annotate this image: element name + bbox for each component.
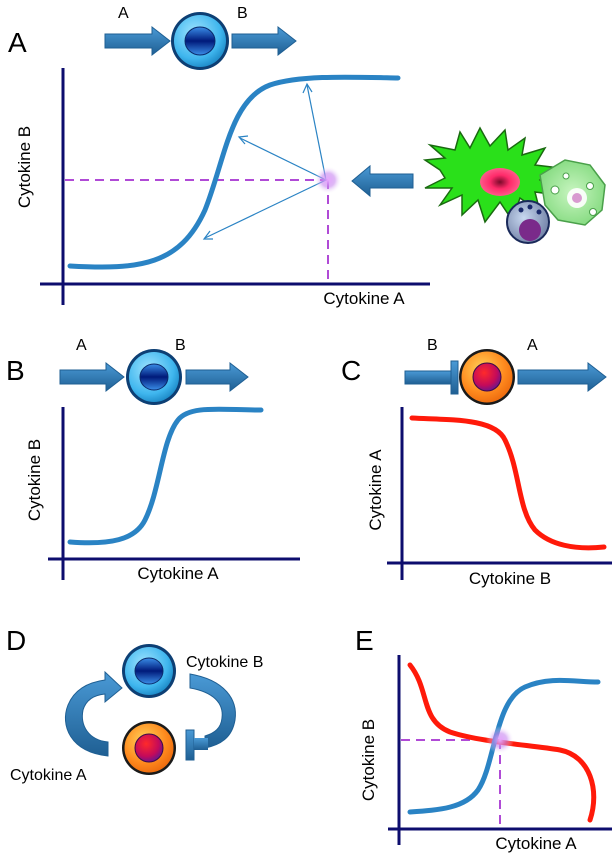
panel-letter-e: E	[355, 625, 374, 656]
panel-b-output-label: B	[175, 337, 186, 354]
panel-c-input-label: B	[427, 337, 438, 354]
panel-b-blue-cell	[126, 349, 182, 405]
panel-d-right-curved-inhibition	[185, 673, 236, 761]
panel-letter-d: D	[6, 625, 26, 656]
panel-b-output-arrow	[185, 361, 249, 393]
panel-c-red-cell	[459, 349, 515, 405]
panel-c-inhibition-bar	[404, 360, 459, 395]
panel-a-sigmoid-curve	[67, 74, 401, 270]
panel-c-inverse-sigmoid-curve	[409, 415, 607, 551]
panel-d-bottom-label: Cytokine A	[10, 767, 87, 784]
panel-d-top-label: Cytokine B	[186, 654, 263, 671]
panel-c-output-label: A	[527, 337, 538, 354]
panel-a-blue-cell	[171, 12, 229, 70]
panel-b: B A B Cytokine B Cytokine A	[6, 337, 300, 583]
panel-b-y-axis-label: Cytokine B	[25, 439, 44, 521]
panel-a: A A B	[8, 5, 606, 308]
panel-d: D Cytokine B Cytokine A	[6, 625, 263, 784]
panel-e-intersection-point	[486, 726, 514, 754]
panel-c-x-axis-label: Cytokine B	[469, 569, 551, 588]
panel-a-stimulus-arrow	[351, 164, 414, 198]
panel-letter-c: C	[341, 355, 361, 386]
panel-a-output-arrow	[231, 25, 297, 57]
panel-a-x-axis-label: Cytokine A	[323, 289, 405, 308]
panel-a-input-arrow	[104, 25, 171, 57]
panel-c: C B A Cytokine A Cytokine B	[341, 337, 612, 588]
panel-d-left-curved-arrow	[64, 670, 123, 757]
panel-c-y-axis-label: Cytokine A	[366, 449, 385, 531]
panel-d-blue-cell	[122, 644, 176, 698]
panel-letter-b: B	[6, 355, 25, 386]
panel-a-output-label: B	[237, 5, 248, 22]
panel-a-immune-cell-cluster	[422, 126, 606, 244]
panel-a-y-axis-label: Cytokine B	[15, 126, 34, 208]
panel-a-relaxation-arrows	[202, 82, 327, 240]
panel-b-input-arrow	[59, 361, 125, 393]
panel-e-x-axis-label: Cytokine A	[495, 834, 577, 853]
panel-d-red-cell	[122, 721, 176, 775]
panel-a-state-point	[314, 166, 342, 194]
panel-c-output-arrow	[517, 361, 607, 393]
panel-e: E Cytokine B Cytokine A	[355, 625, 612, 853]
panel-b-sigmoid-curve	[67, 406, 264, 546]
panel-b-input-label: A	[76, 337, 87, 354]
panel-e-y-axis-label: Cytokine B	[359, 719, 378, 801]
panel-letter-a: A	[8, 27, 27, 58]
panel-b-x-axis-label: Cytokine A	[137, 564, 219, 583]
panel-a-input-label: A	[118, 5, 129, 22]
